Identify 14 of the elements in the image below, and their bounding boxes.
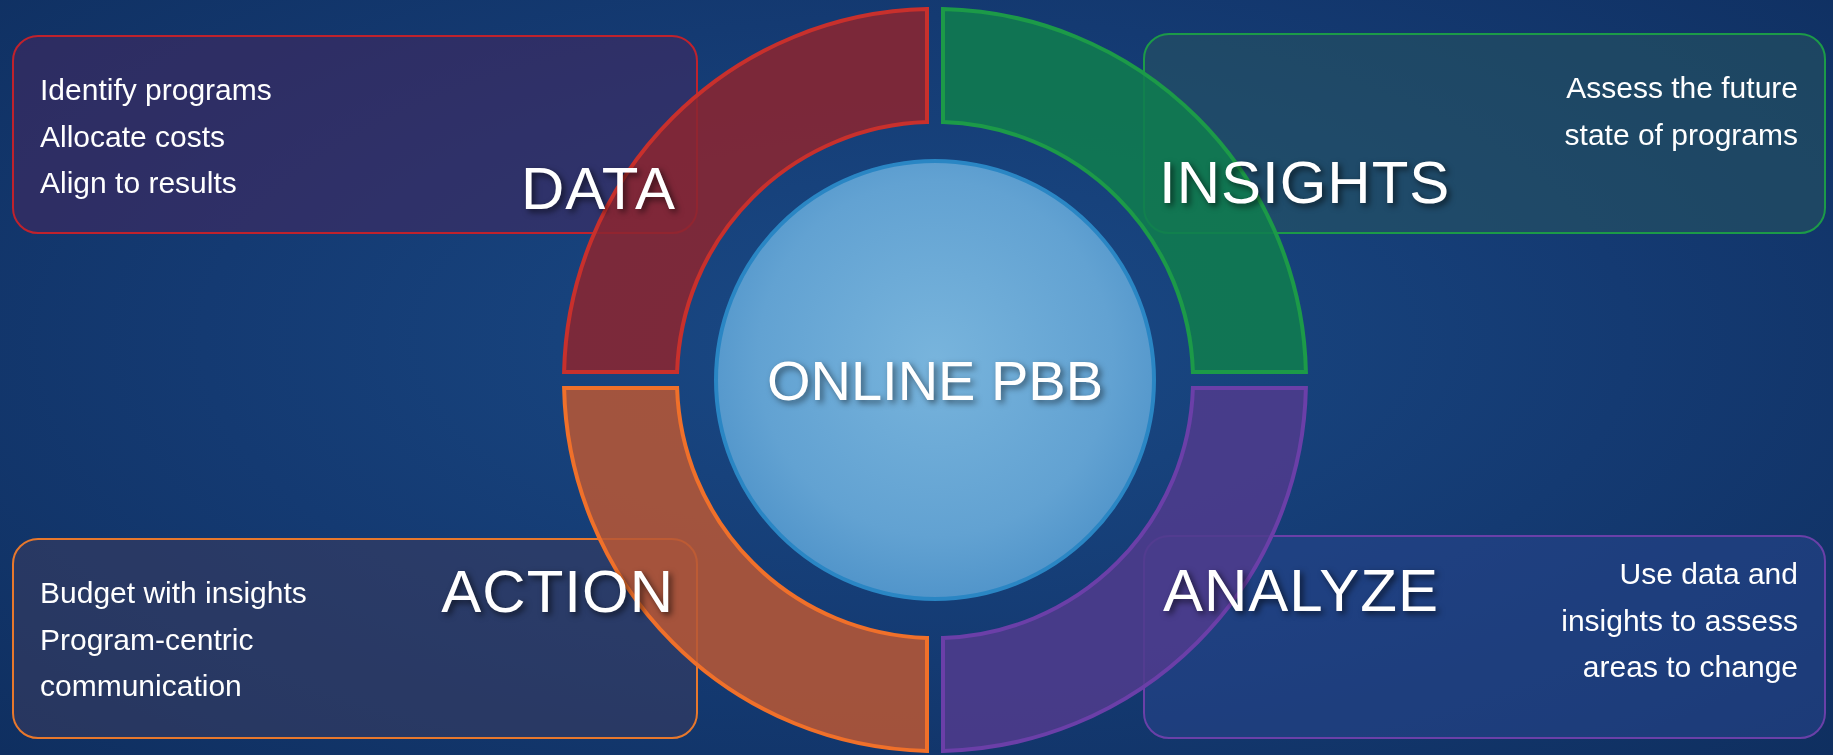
stage-card [1143,33,1826,234]
description-text: Align to results [40,165,238,201]
stage-card [12,538,698,739]
stage-card [12,35,698,234]
description-text: Program-centric communication [40,621,255,704]
description-text: Allocate costs [40,118,227,155]
stage-heading: INSIGHTS [1159,153,1451,213]
stage-card [1143,535,1826,739]
description-text: Assess the future state of programs [1563,70,1798,153]
description-text: Use data and insights to assess areas to change [1560,556,1798,685]
description-text: Identify programs [40,72,272,108]
center-label: ONLINE PBB [766,347,1104,413]
description-text: Budget with insights [40,575,308,611]
stage-heading: ANALYZE [1163,561,1439,621]
